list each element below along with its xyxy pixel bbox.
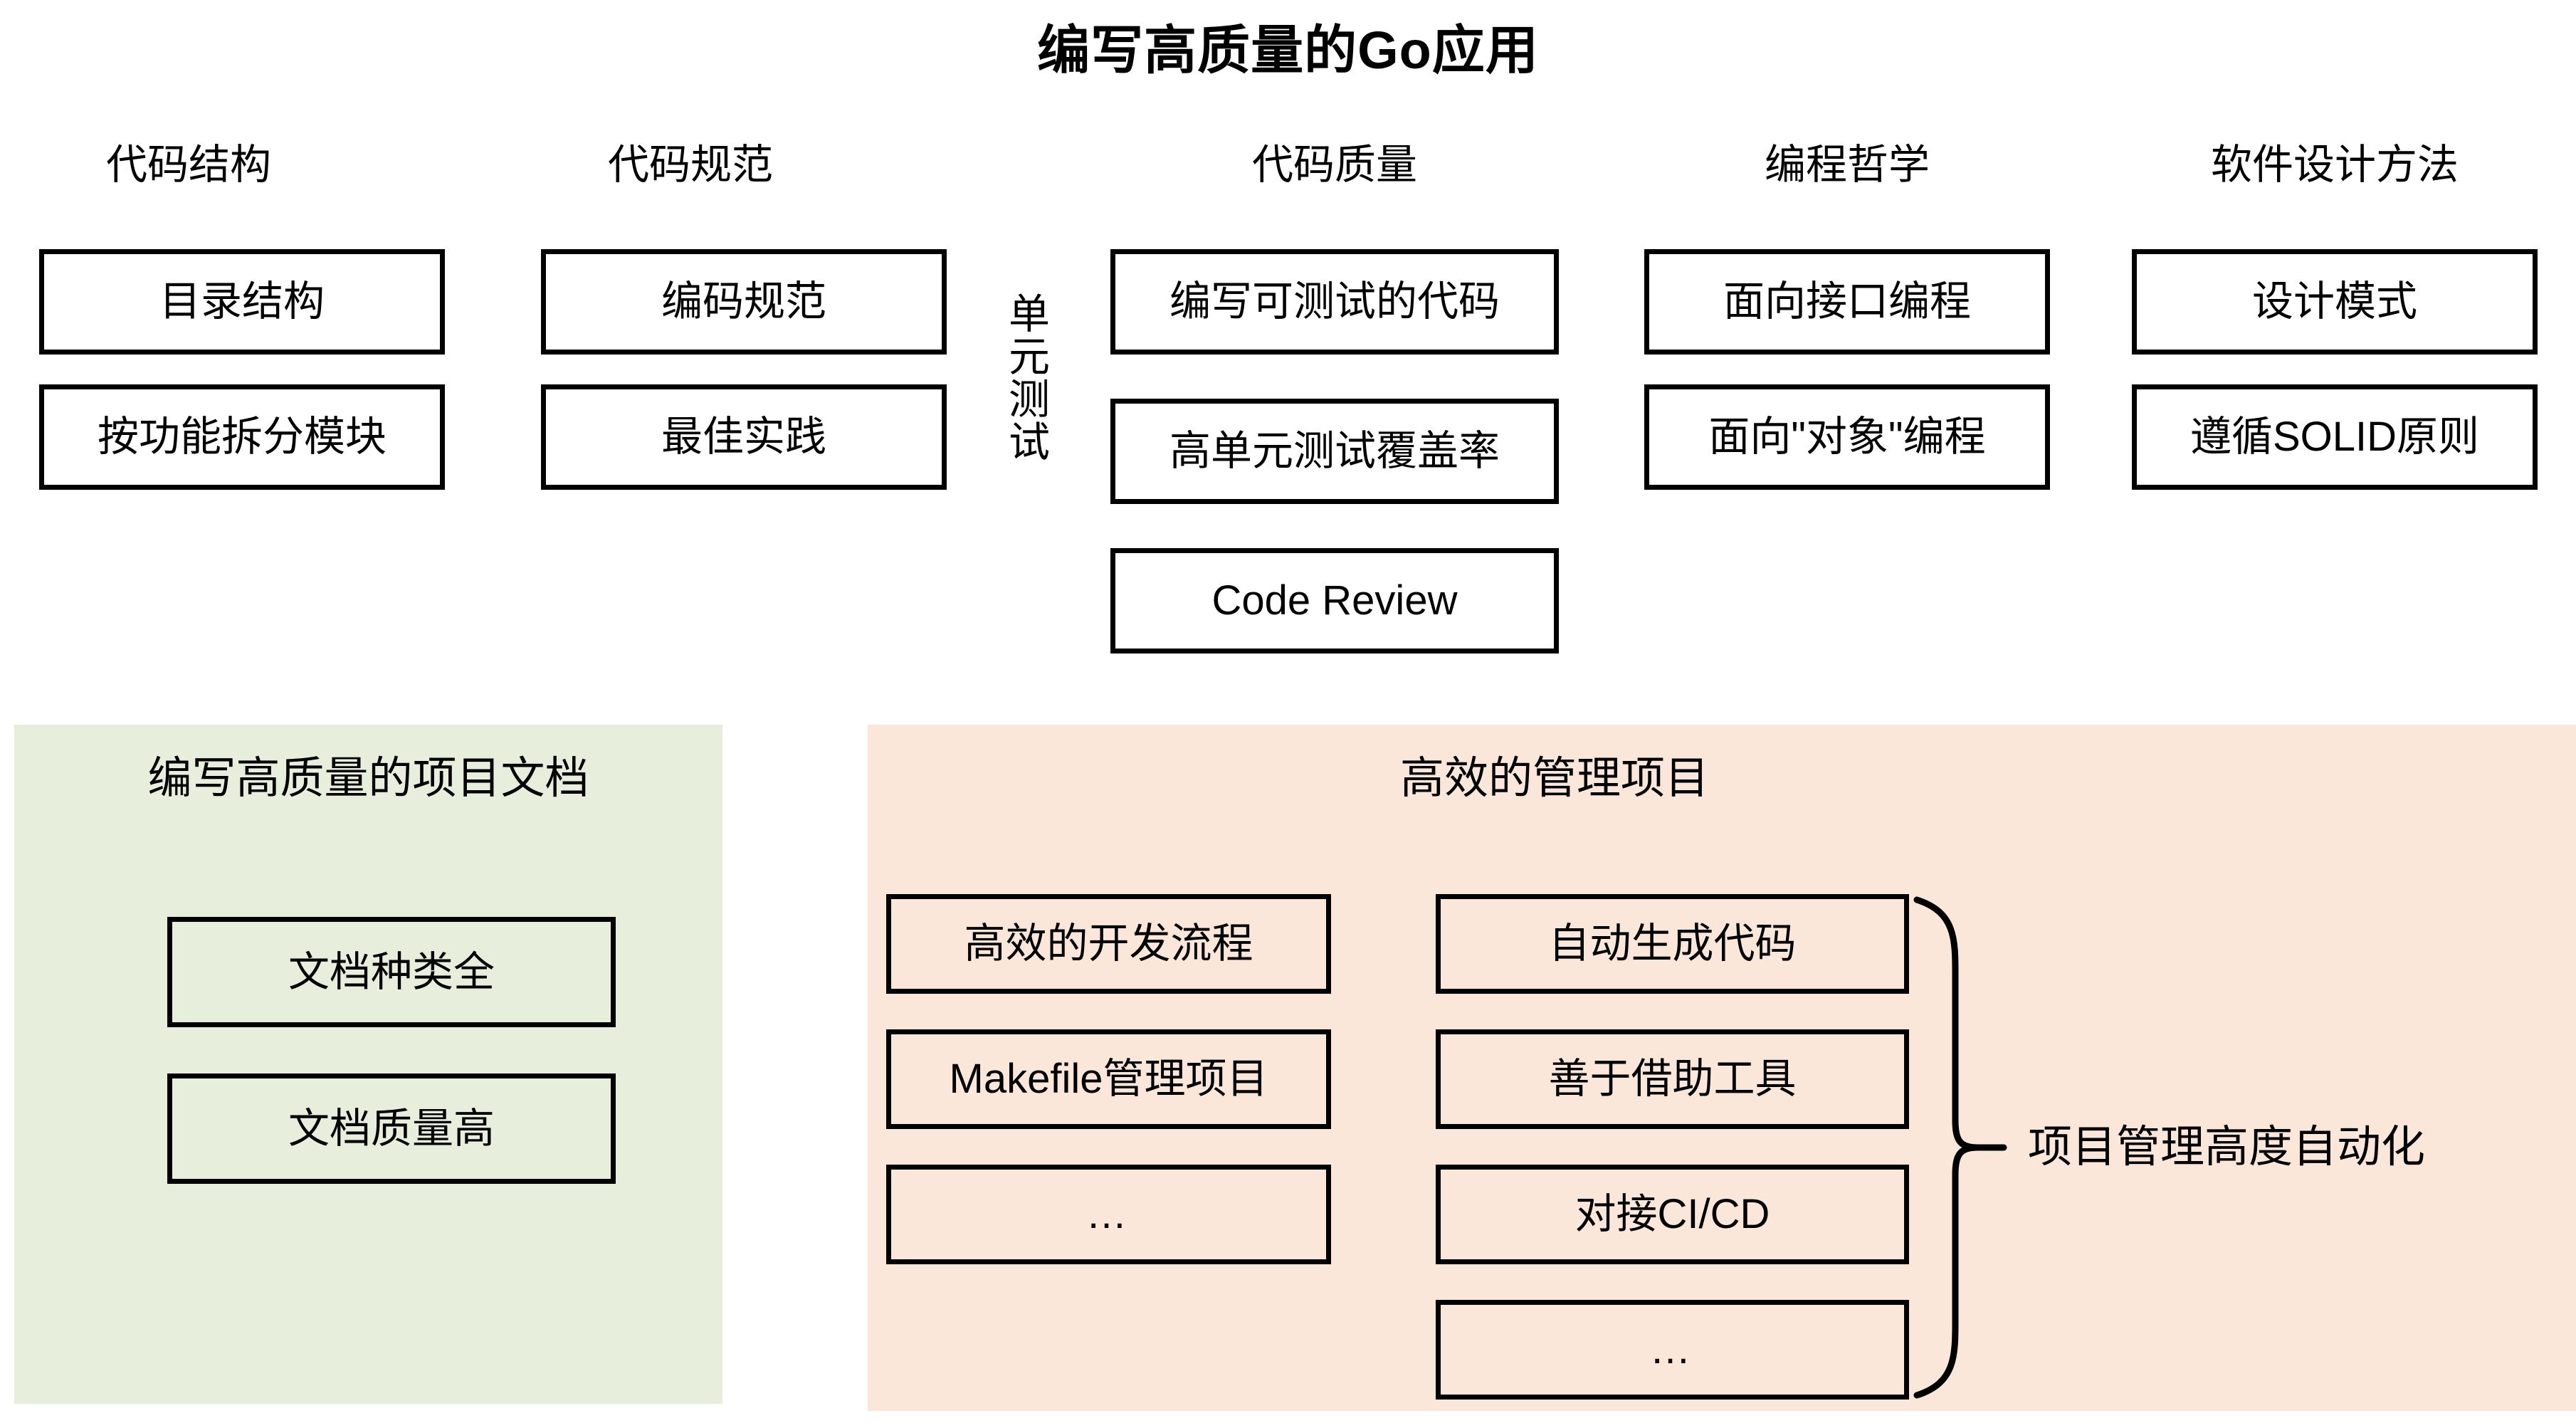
column-header-programming-philosophy: 编程哲学 (1764, 142, 1930, 188)
node-directory-structure[interactable]: 目录结构 (39, 249, 445, 355)
node-leverage-tools[interactable]: 善于借助工具 (1436, 1029, 1909, 1129)
documentation-panel: 编写高质量的项目文档 文档种类全 文档质量高 (14, 725, 722, 1404)
node-high-doc-quality[interactable]: 文档质量高 (167, 1073, 616, 1184)
documentation-panel-title: 编写高质量的项目文档 (147, 754, 589, 803)
column-header-code-convention: 代码规范 (607, 142, 773, 188)
node-follow-solid-principles[interactable]: 遵循SOLID原则 (2132, 384, 2538, 490)
node-design-patterns[interactable]: 设计模式 (2132, 249, 2538, 355)
column-header-code-quality: 代码质量 (1251, 142, 1417, 188)
column-header-code-structure: 代码结构 (105, 142, 271, 188)
node-efficient-dev-workflow[interactable]: 高效的开发流程 (886, 894, 1331, 994)
column-header-software-design-method: 软件设计方法 (2210, 142, 2459, 188)
node-coding-convention[interactable]: 编码规范 (541, 249, 947, 355)
node-code-review[interactable]: Code Review (1110, 548, 1559, 653)
node-object-oriented-programming[interactable]: 面向"对象"编程 (1644, 384, 2050, 490)
management-panel: 高效的管理项目 高效的开发流程 Makefile管理项目 … 自动生成代码 善于… (868, 725, 2576, 1411)
management-panel-title: 高效的管理项目 (1399, 754, 1709, 803)
node-integrate-ci-cd[interactable]: 对接CI/CD (1436, 1165, 1909, 1264)
side-label-unit-test: 单元测试 (1002, 292, 1048, 463)
node-auto-generate-code[interactable]: 自动生成代码 (1436, 894, 1909, 994)
brace-label-automation: 项目管理高度自动化 (2028, 1123, 2426, 1172)
node-left-ellipsis[interactable]: … (886, 1165, 1331, 1264)
node-makefile-project-management[interactable]: Makefile管理项目 (886, 1029, 1331, 1129)
page-title: 编写高质量的Go应用 (1037, 21, 1539, 80)
node-interface-oriented-programming[interactable]: 面向接口编程 (1644, 249, 2050, 355)
node-write-testable-code[interactable]: 编写可测试的代码 (1110, 249, 1559, 355)
node-high-unit-test-coverage[interactable]: 高单元测试覆盖率 (1110, 399, 1559, 504)
node-complete-doc-types[interactable]: 文档种类全 (167, 917, 616, 1027)
node-split-modules-by-function[interactable]: 按功能拆分模块 (39, 384, 445, 490)
node-right-ellipsis[interactable]: … (1436, 1300, 1909, 1400)
grouping-brace-icon (1913, 896, 2007, 1399)
node-best-practice[interactable]: 最佳实践 (541, 384, 947, 490)
